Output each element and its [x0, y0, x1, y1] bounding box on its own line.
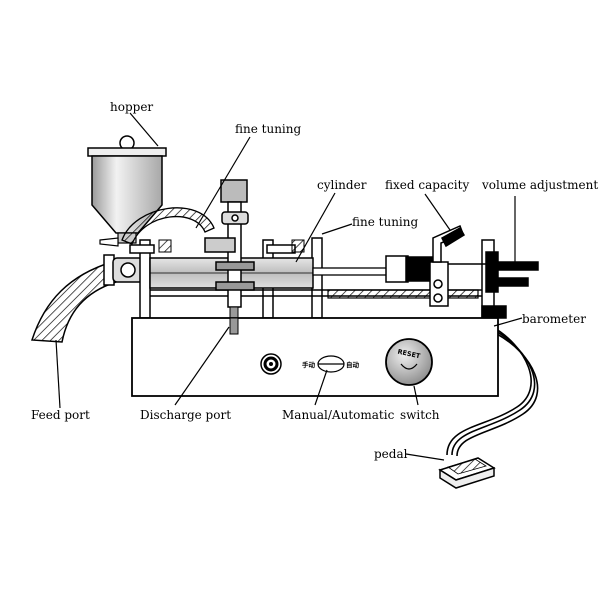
hatched-block-right	[291, 239, 305, 253]
base-cabinet	[131, 317, 499, 397]
label-pedal: pedal	[374, 447, 408, 461]
manual-text: 手动	[302, 360, 316, 369]
feed-valve-knob	[120, 262, 136, 278]
label-hopper: hopper	[110, 100, 153, 114]
label-manual-automatic: Manual/Automatic	[282, 408, 395, 422]
reset-switch-button[interactable]: RESET	[385, 338, 433, 386]
label-discharge-port: Discharge port	[140, 408, 231, 422]
hopper	[87, 135, 167, 247]
piston-rod	[312, 267, 389, 276]
leader-lines	[55, 112, 523, 461]
discharge-nozzle	[229, 317, 239, 335]
foot-pedal	[438, 457, 496, 489]
label-feed-port: Feed port	[31, 408, 90, 422]
label-fine-tuning-top: fine tuning	[235, 122, 301, 136]
fixed-capacity-block	[385, 224, 539, 319]
hopper-hose	[121, 207, 215, 245]
label-cylinder: cylinder	[317, 178, 367, 192]
label-fixed-capacity: fixed capacity	[385, 178, 469, 192]
auto-text: 自动	[346, 360, 360, 369]
hatched-block-left	[158, 239, 172, 253]
panel-knob	[260, 353, 282, 375]
label-fine-tuning-mid: fine tuning	[352, 215, 418, 229]
label-switch: switch	[400, 408, 440, 422]
label-volume-adjustment: volume adjustment	[481, 178, 598, 192]
adjust-screw	[327, 289, 479, 299]
label-barometer: barometer	[522, 312, 586, 326]
manual-auto-selector[interactable]: 手动 自动	[302, 355, 360, 373]
